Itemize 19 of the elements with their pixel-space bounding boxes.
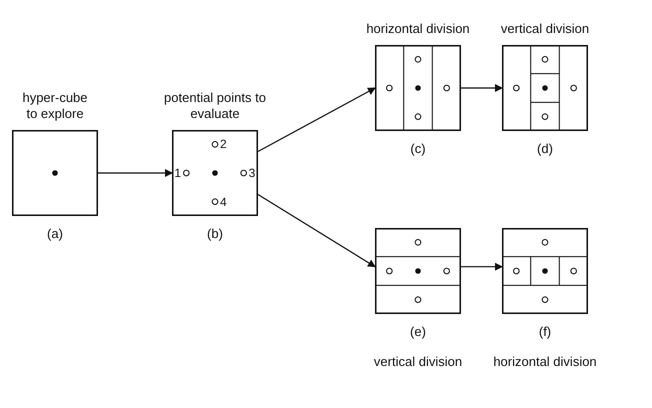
arrow [258, 194, 376, 268]
panel-label: (a) [46, 226, 64, 242]
panel-label: (f) [538, 324, 552, 340]
heading: hyper-cube to explore [21, 90, 89, 122]
panel-label: (e) [409, 324, 427, 340]
point-number: 1 [174, 167, 182, 179]
heading: potential points to evaluate [163, 90, 267, 122]
panel-label: (c) [409, 141, 427, 157]
arrow [98, 169, 173, 177]
arrow [258, 87, 376, 152]
panel-label: (d) [536, 141, 554, 157]
heading: horizontal division [365, 21, 471, 37]
point-number: 3 [248, 167, 256, 179]
point-number: 2 [220, 138, 227, 150]
point-number: 4 [220, 196, 227, 208]
arrow [461, 262, 503, 271]
heading: horizontal division [492, 354, 598, 370]
arrow [461, 84, 503, 92]
panel-label: (b) [206, 226, 224, 242]
